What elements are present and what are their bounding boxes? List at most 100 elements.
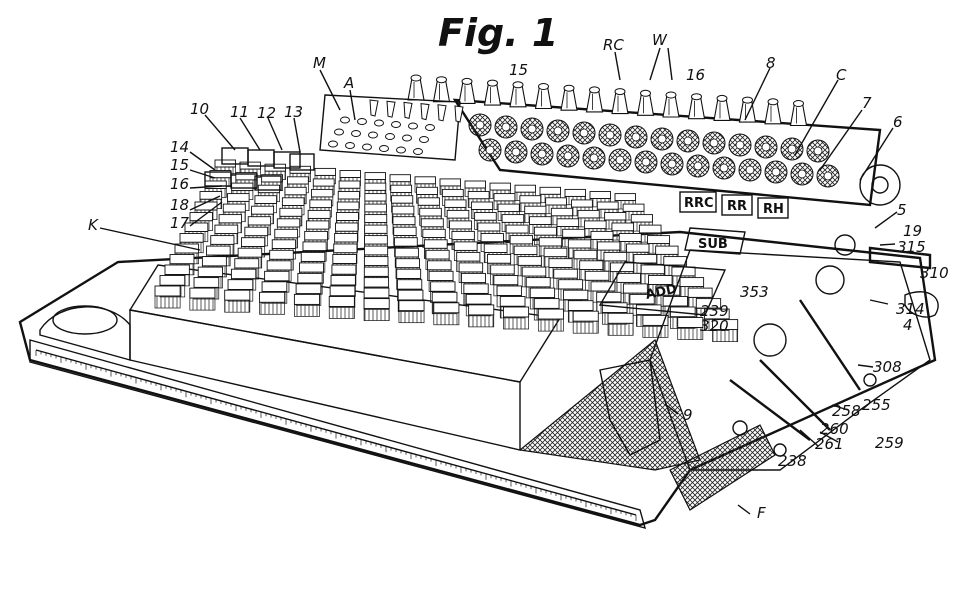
control-lever — [454, 105, 464, 123]
knob — [509, 81, 527, 108]
callout-4: 4 — [903, 316, 913, 334]
RRC-plate: RRC — [679, 191, 717, 213]
counter-wheel — [780, 137, 804, 161]
key — [537, 308, 564, 332]
callout-13: 13 — [284, 103, 303, 121]
callout-15-left: 15 — [170, 156, 189, 174]
svg-text:SUB: SUB — [698, 237, 728, 252]
knob — [662, 91, 680, 118]
callout-labels: RC W 15 16 8 C 7 6 M A 10 11 12 13 14 15… — [88, 31, 949, 522]
knob — [560, 84, 578, 111]
callout-K: K — [88, 216, 99, 234]
counter-wheel — [468, 113, 492, 137]
callout-260: 260 — [820, 420, 849, 438]
control-key — [385, 133, 395, 140]
knob — [458, 77, 476, 104]
callout-259: 259 — [875, 434, 904, 452]
setting-knobs — [407, 74, 808, 127]
control-key-block — [319, 94, 464, 161]
counter-wheel — [728, 133, 752, 157]
key — [363, 298, 390, 321]
control-key — [345, 142, 355, 149]
key — [607, 312, 634, 336]
callout-W: W — [652, 31, 668, 49]
counter-wheels — [468, 113, 840, 188]
control-key — [351, 130, 361, 137]
counter-wheel — [520, 117, 544, 141]
callout-315: 315 — [897, 238, 926, 256]
counter-wheel — [712, 156, 736, 180]
paper-roller — [39, 305, 131, 361]
control-key — [391, 121, 401, 128]
key — [398, 300, 425, 324]
counter-wheel — [816, 164, 840, 188]
callout-15-top: 15 — [509, 61, 528, 79]
RH-plate: RH — [757, 197, 789, 219]
key — [503, 306, 530, 330]
callout-14: 14 — [170, 138, 189, 156]
RR-plate: RR — [721, 194, 753, 216]
knob — [534, 83, 553, 110]
svg-text:RR: RR — [727, 199, 747, 214]
callout-8: 8 — [766, 54, 776, 72]
counter-wheel — [686, 154, 710, 178]
counter-wheel — [650, 127, 674, 151]
counter-wheel — [634, 150, 658, 174]
control-lever — [386, 100, 396, 118]
counter-wheel — [702, 131, 726, 155]
callout-16-left: 16 — [170, 175, 189, 193]
counter-wheel — [676, 129, 700, 153]
counter-wheel — [478, 138, 502, 162]
callout-17: 17 — [170, 214, 190, 232]
figure-title: Fig. 1 — [438, 11, 558, 55]
callout-238: 238 — [778, 452, 807, 470]
key — [293, 293, 320, 317]
control-key — [374, 119, 384, 127]
knob — [789, 100, 808, 127]
callout-6: 6 — [893, 113, 903, 131]
key — [328, 296, 355, 319]
counter-wheel — [790, 162, 814, 186]
register-carriage — [407, 74, 882, 207]
counter-wheel — [494, 115, 518, 139]
key — [259, 291, 286, 315]
svg-text:RH: RH — [763, 202, 784, 217]
control-key — [413, 148, 423, 155]
callout-A: A — [343, 74, 354, 92]
counter-wheel — [738, 158, 762, 182]
callout-5: 5 — [897, 201, 907, 219]
callout-16-top: 16 — [686, 66, 705, 84]
key — [154, 285, 181, 309]
callout-261: 261 — [815, 435, 844, 453]
key — [189, 287, 216, 311]
callout-19: 19 — [903, 222, 922, 240]
callout-7: 7 — [862, 94, 872, 112]
function-keys — [204, 147, 315, 191]
control-key — [402, 134, 412, 142]
counter-wheel — [504, 140, 528, 164]
callout-C: C — [836, 66, 847, 84]
svg-text:RRC: RRC — [684, 196, 714, 211]
knob — [738, 96, 757, 123]
callout-353: 353 — [740, 283, 769, 301]
counter-wheel — [806, 139, 830, 163]
knob — [636, 89, 655, 116]
knob — [407, 74, 425, 101]
key — [572, 310, 599, 334]
key — [642, 314, 669, 338]
control-lever — [420, 103, 430, 121]
front-scale-ruler — [35, 350, 637, 521]
callout-10: 10 — [190, 100, 209, 118]
key — [468, 304, 495, 328]
knob — [611, 88, 629, 115]
callout-F: F — [757, 504, 766, 522]
callout-320: 320 — [700, 317, 729, 335]
control-lever — [403, 101, 413, 120]
counter-wheel — [660, 152, 684, 176]
control-key — [368, 131, 378, 139]
callout-9: 9 — [683, 406, 693, 424]
control-key — [357, 118, 367, 125]
control-key — [328, 140, 338, 148]
knob — [432, 76, 451, 103]
